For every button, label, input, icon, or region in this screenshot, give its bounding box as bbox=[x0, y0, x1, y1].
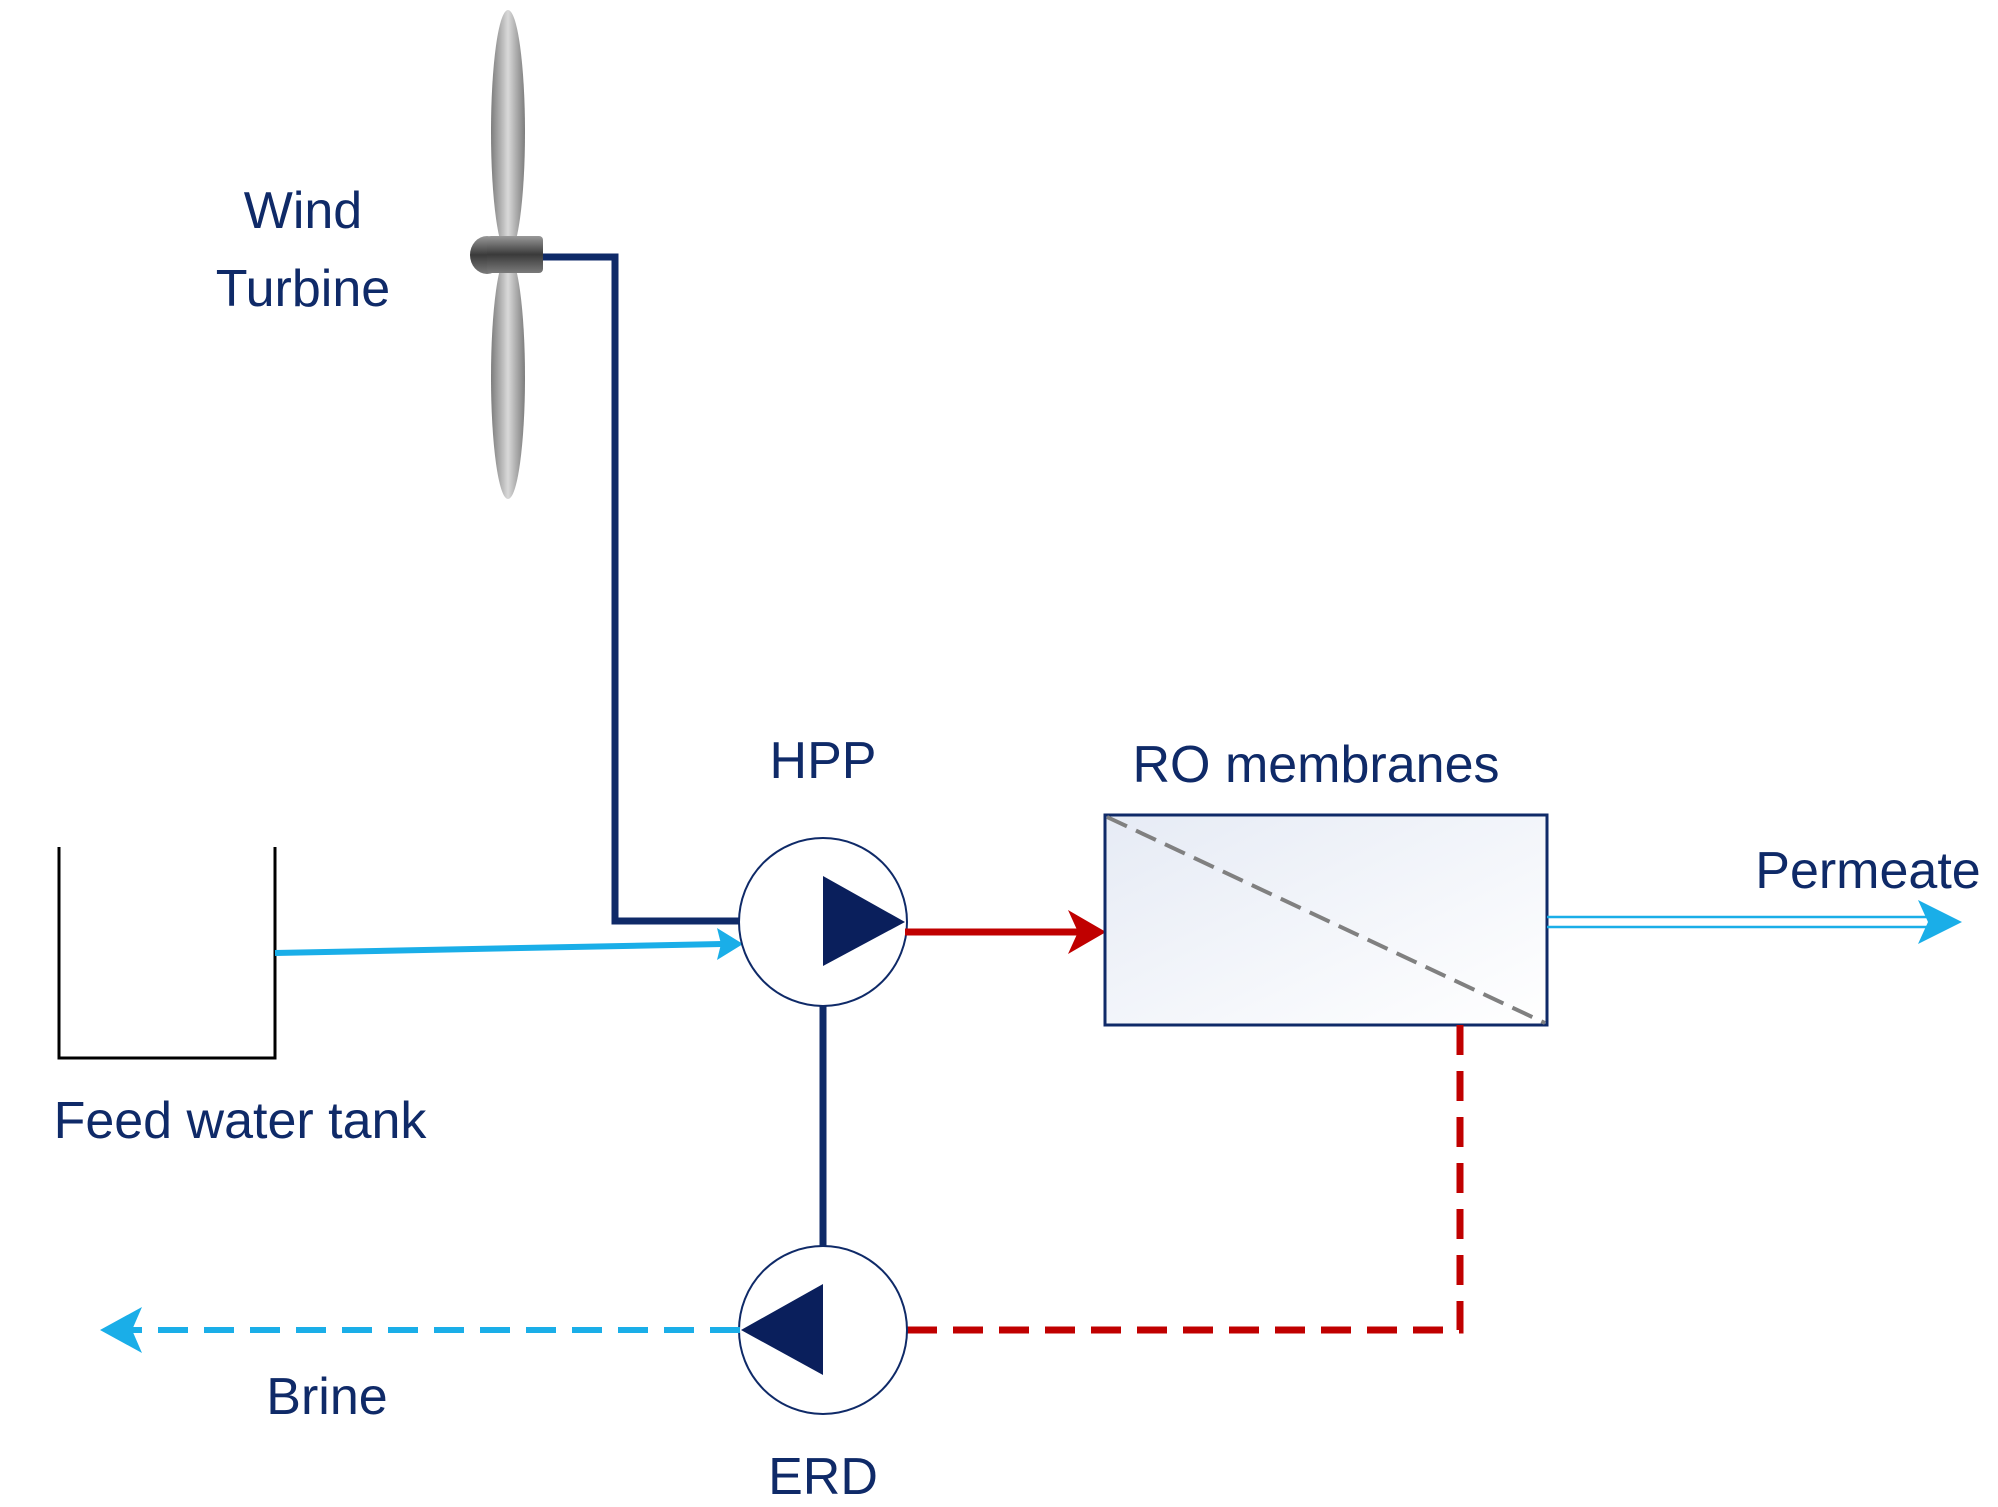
wind-turbine-label-line1: Wind bbox=[244, 182, 362, 240]
turbine-blade-top bbox=[491, 10, 525, 254]
membrane-divider bbox=[1106, 815, 1546, 1025]
hpp-pump-icon bbox=[738, 837, 908, 1007]
high-pressure-arrowhead bbox=[1068, 910, 1106, 954]
power-line-turbine-to-hpp bbox=[543, 253, 742, 925]
feed-water-arrowhead bbox=[717, 928, 743, 960]
permeate-arrowhead bbox=[1918, 900, 1962, 944]
ro-membranes-label: RO membranes bbox=[1133, 736, 1500, 794]
wind-turbine-icon bbox=[470, 10, 543, 499]
feed-water-tank-label: Feed water tank bbox=[54, 1092, 428, 1150]
turbine-nacelle bbox=[487, 236, 543, 273]
wind-turbine-label-line2: Turbine bbox=[216, 260, 390, 318]
turbine-blade-bottom bbox=[491, 255, 525, 499]
permeate-label: Permeate bbox=[1755, 842, 1980, 900]
feed-water-line bbox=[274, 941, 723, 956]
hpp-label: HPP bbox=[770, 732, 877, 790]
brine-label: Brine bbox=[266, 1368, 387, 1426]
permeate-line bbox=[1547, 900, 1962, 944]
brine-arrowhead bbox=[100, 1307, 142, 1353]
erd-label: ERD bbox=[768, 1448, 878, 1506]
concentrate-line bbox=[905, 1025, 1464, 1334]
erd-pump-icon bbox=[738, 1245, 908, 1415]
ro-membrane-module bbox=[1103, 813, 1549, 1027]
feed-water-tank bbox=[57, 847, 277, 1060]
